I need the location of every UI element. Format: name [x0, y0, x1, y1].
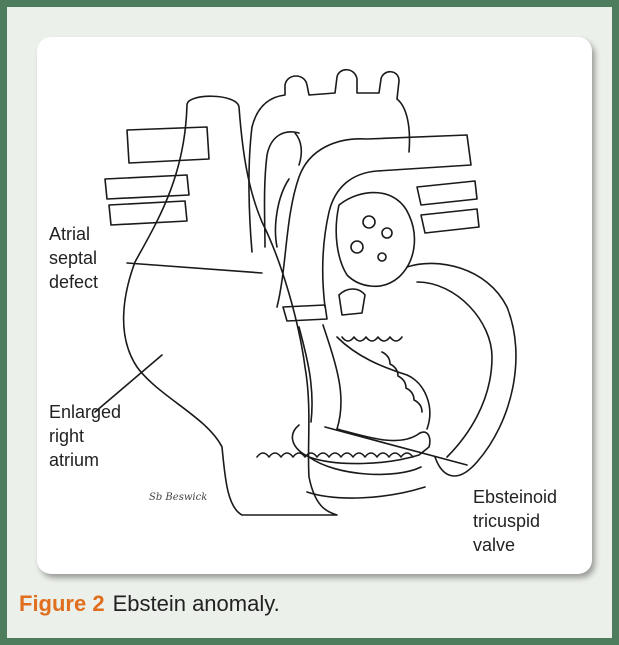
label-atrial-septal-defect: Atrial septal defect — [49, 222, 98, 294]
left-ventricle — [407, 263, 516, 476]
pulmonary-veins-left — [105, 127, 209, 225]
pulmonary-veins-right — [417, 181, 479, 233]
figure-number: Figure 2 — [19, 591, 105, 616]
label-enlarged-right-atrium: Enlarged right atrium — [49, 400, 121, 472]
label-ebsteinoid-tricuspid-valve: Ebsteinoid tricuspid valve — [473, 485, 557, 557]
figure-caption: Figure 2 Ebstein anomaly. — [19, 591, 280, 617]
aorta — [249, 70, 410, 252]
tricuspid-leaflets — [257, 337, 422, 457]
diagram-panel: Atrial septal defect Enlarged right atri… — [37, 37, 592, 574]
figure-frame: Atrial septal defect Enlarged right atri… — [7, 7, 612, 638]
artist-signature: Sb Beswick — [149, 492, 207, 503]
valve-pointer — [325, 427, 467, 465]
caption-text: Ebstein anomaly. — [113, 591, 280, 616]
left-atrium — [336, 193, 414, 287]
asd-pointer — [127, 263, 262, 273]
pulmonary-artery — [277, 135, 471, 307]
pulmonary-valve — [283, 305, 327, 321]
right-ventricle — [292, 425, 429, 464]
septum — [299, 325, 341, 429]
